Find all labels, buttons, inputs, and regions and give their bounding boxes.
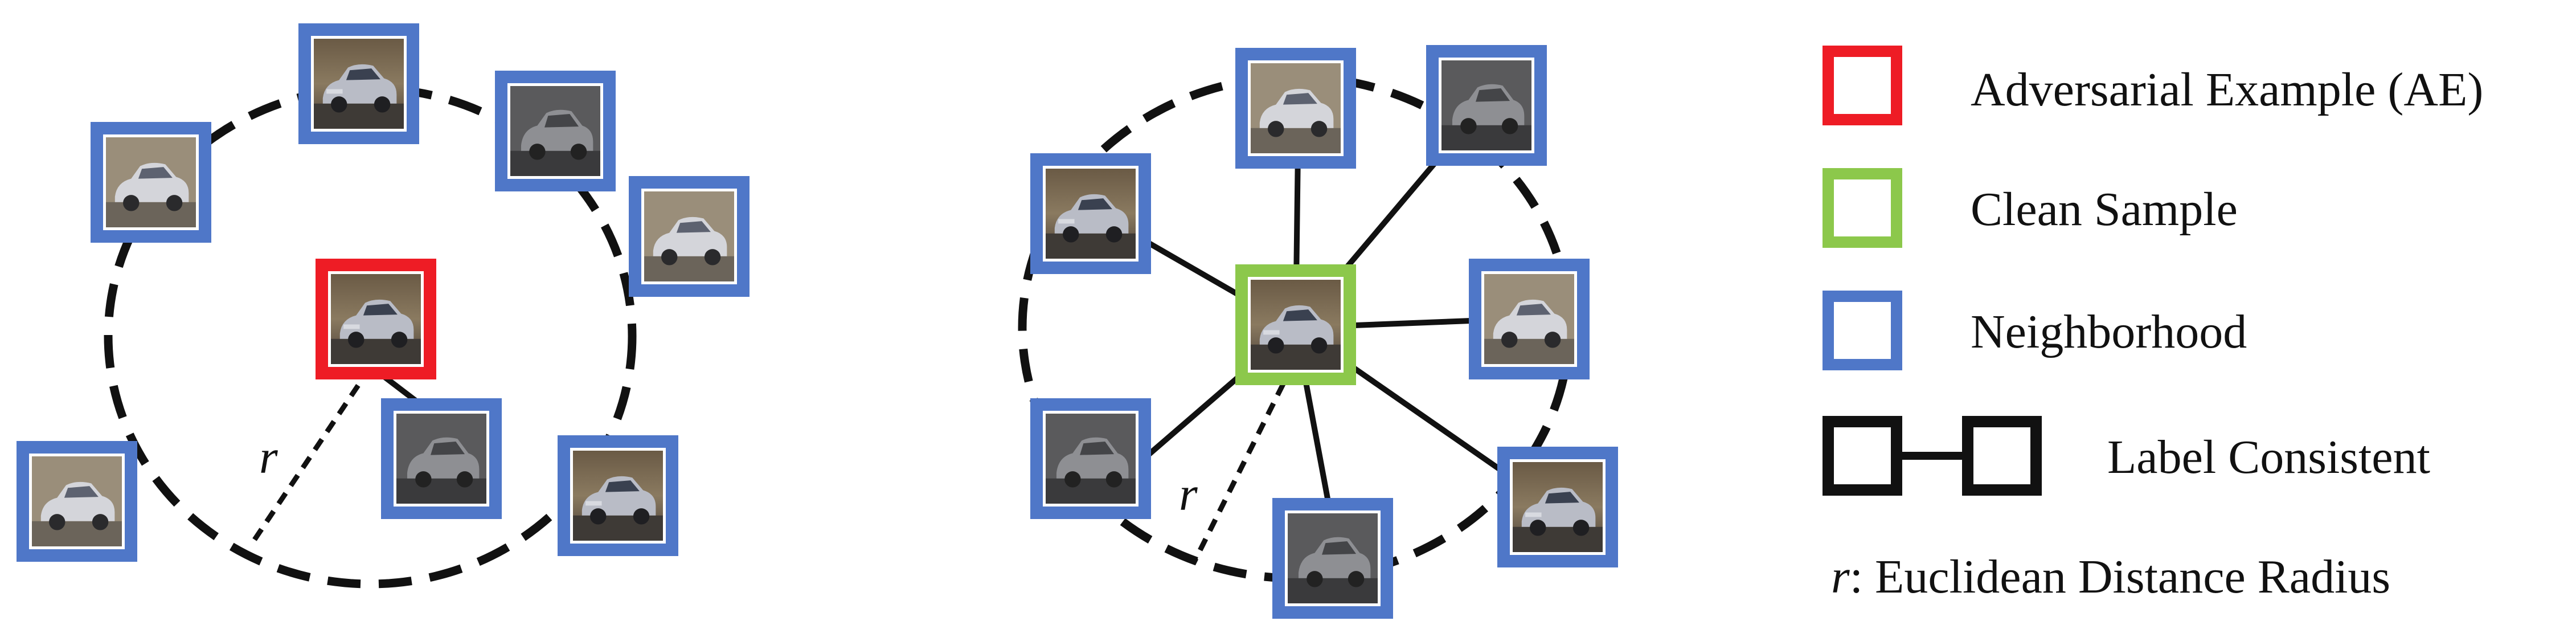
- legend-label-adversarial: Adversarial Example (AE): [1971, 63, 2483, 116]
- panel-adversarial: r: [17, 23, 750, 589]
- consistent-swatch-right: [1962, 416, 2042, 496]
- clean-sample: [1235, 264, 1356, 385]
- radius-label: r: [1179, 468, 1198, 521]
- legend-label-radius: r: Euclidean Distance Radius: [1831, 550, 2390, 603]
- neighbor-sample: [558, 435, 678, 556]
- legend-item-consistent: Label Consistent: [1823, 416, 2430, 496]
- neighbor-sample: [1030, 398, 1151, 519]
- radius-line: [251, 366, 372, 543]
- radius-label: r: [259, 431, 278, 484]
- neighbor-sample: [1030, 153, 1151, 274]
- neighbor-sample: [298, 23, 419, 144]
- neighbor-sample: [1272, 498, 1393, 619]
- legend: Adversarial Example (AE) Clean Sample Ne…: [1823, 46, 2483, 603]
- legend-item-adversarial: Adversarial Example (AE): [1823, 46, 2483, 125]
- neighbor-sample: [91, 122, 211, 243]
- legend-item-radius: r: Euclidean Distance Radius: [1831, 550, 2390, 603]
- legend-label-clean: Clean Sample: [1971, 183, 2238, 236]
- legend-label-consistent: Label Consistent: [2107, 431, 2430, 484]
- adversarial-swatch: [1823, 46, 1902, 125]
- clean-swatch: [1823, 168, 1902, 248]
- neighbor-sample: [1497, 447, 1618, 567]
- neighbor-sample: [1426, 45, 1547, 166]
- neighbor-sample: [1235, 48, 1356, 169]
- panel-clean: r: [1018, 45, 1618, 619]
- neighbor-sample: [381, 398, 502, 519]
- neighbor-sample: [1469, 259, 1590, 379]
- legend-radius-text: : Euclidean Distance Radius: [1850, 550, 2390, 603]
- legend-item-neighborhood: Neighborhood: [1823, 291, 2247, 370]
- radius-line: [1190, 363, 1296, 566]
- legend-label-neighborhood: Neighborhood: [1971, 305, 2247, 358]
- legend-radius-symbol: r: [1831, 550, 1850, 603]
- adversarial-example: [316, 259, 436, 379]
- neighbor-sample: [495, 71, 616, 191]
- neighborhood-swatch: [1823, 291, 1902, 370]
- neighbor-sample: [17, 441, 137, 562]
- neighbor-sample: [629, 176, 750, 297]
- legend-item-clean: Clean Sample: [1823, 168, 2238, 248]
- consistent-swatch-left: [1823, 416, 1902, 496]
